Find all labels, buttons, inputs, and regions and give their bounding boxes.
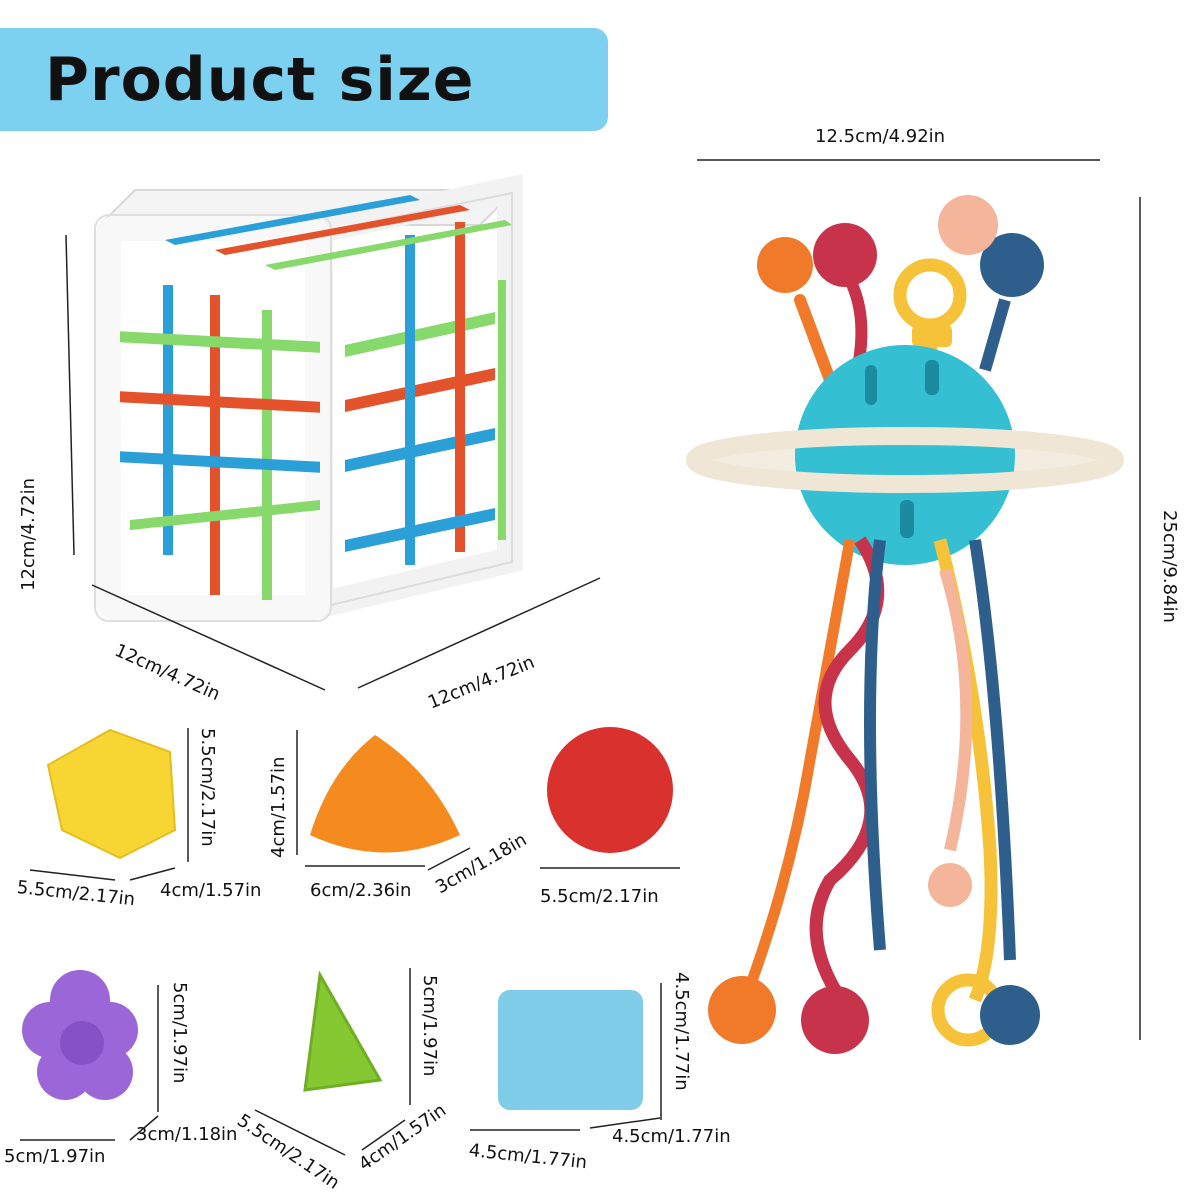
title-banner: [0, 28, 608, 131]
pentagon-shape-image: [46, 728, 177, 860]
pull-toy-image: [686, 195, 1124, 1054]
ball-width-label: 5.5cm/2.17in: [540, 886, 659, 907]
cube-height-label: 12cm/4.72in: [18, 478, 39, 591]
cube-block-depth-label: 4.5cm/1.77in: [612, 1126, 731, 1147]
flower-shape-image: [22, 970, 138, 1100]
cube-block-image: [498, 990, 643, 1110]
pull-toy-width-label: 12.5cm/4.92in: [815, 126, 946, 147]
triangle-shape-image: [303, 970, 383, 1092]
flower-height-label: 5cm/1.97in: [169, 982, 190, 1084]
triangle-height-label: 5cm/1.97in: [419, 975, 440, 1077]
pentagon-depth-label: 4cm/1.57in: [160, 880, 262, 901]
page-title: Product size: [45, 45, 475, 115]
flower-width-label: 5cm/1.97in: [4, 1146, 106, 1167]
cone-shape-image: [310, 735, 460, 853]
flower-depth-label: 3cm/1.18in: [136, 1124, 238, 1145]
cone-height-label: 4cm/1.57in: [268, 756, 289, 858]
cube-block-height-label: 4.5cm/1.77in: [671, 972, 692, 1091]
ball-shape-image: [547, 727, 673, 853]
pentagon-height-label: 5.5cm/2.17in: [197, 728, 218, 847]
shape-sorter-cube-image: [94, 173, 523, 622]
cone-width-label: 6cm/2.36in: [310, 880, 412, 901]
pull-toy-height-label: 25cm/9.84in: [1159, 510, 1180, 623]
